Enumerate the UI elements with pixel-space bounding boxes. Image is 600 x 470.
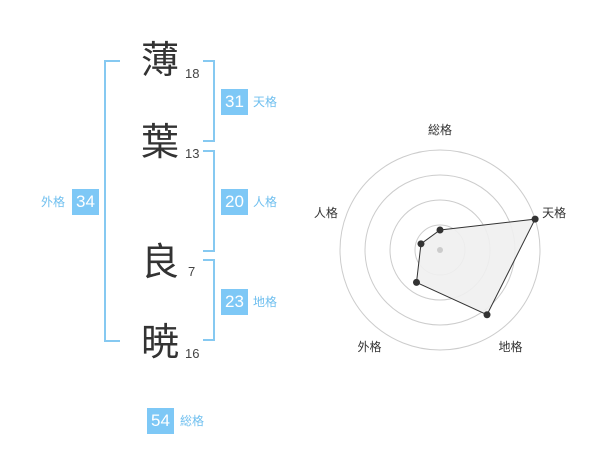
radar-point xyxy=(531,215,539,223)
sou-kaku-value: 54 xyxy=(147,408,174,434)
gai-kaku-value: 34 xyxy=(72,189,99,215)
stroke-count-1: 18 xyxy=(185,66,200,81)
stroke-count-4: 16 xyxy=(185,346,200,361)
sou-kaku-label: 総格 xyxy=(180,414,205,428)
radar-axis-label: 地格 xyxy=(499,339,523,354)
radar-axis-label: 外格 xyxy=(357,339,381,354)
name-char-3: 良 xyxy=(140,240,179,284)
radar-center xyxy=(437,247,443,253)
ten-kaku-label: 天格 xyxy=(253,95,278,109)
name-char-4: 暁 xyxy=(140,320,179,364)
jin-bracket xyxy=(203,150,215,252)
chi-bracket xyxy=(203,259,215,341)
stroke-count-2: 13 xyxy=(185,146,200,161)
gai-kaku-label: 外格 xyxy=(41,195,66,209)
radar-axis-label: 天格 xyxy=(542,205,566,220)
jin-kaku-label: 人格 xyxy=(253,195,278,209)
stroke-count-3: 7 xyxy=(188,264,196,279)
ten-bracket xyxy=(203,60,215,142)
radar-axis-label: 総格 xyxy=(428,122,452,137)
radar-point xyxy=(412,278,420,286)
jin-kaku-value: 20 xyxy=(221,189,248,215)
radar-area xyxy=(415,218,536,316)
radar-point xyxy=(483,311,491,319)
gai-bracket xyxy=(104,60,120,342)
chi-kaku-label: 地格 xyxy=(253,295,278,309)
radar-point xyxy=(417,240,425,248)
chi-kaku-value: 23 xyxy=(221,289,248,315)
radar-ring xyxy=(339,149,541,351)
name-char-2: 葉 xyxy=(140,120,179,164)
ten-kaku-value: 31 xyxy=(221,89,248,115)
name-char-1: 薄 xyxy=(140,38,179,82)
radar-axis-label: 人格 xyxy=(314,205,338,220)
radar-point xyxy=(436,226,444,234)
